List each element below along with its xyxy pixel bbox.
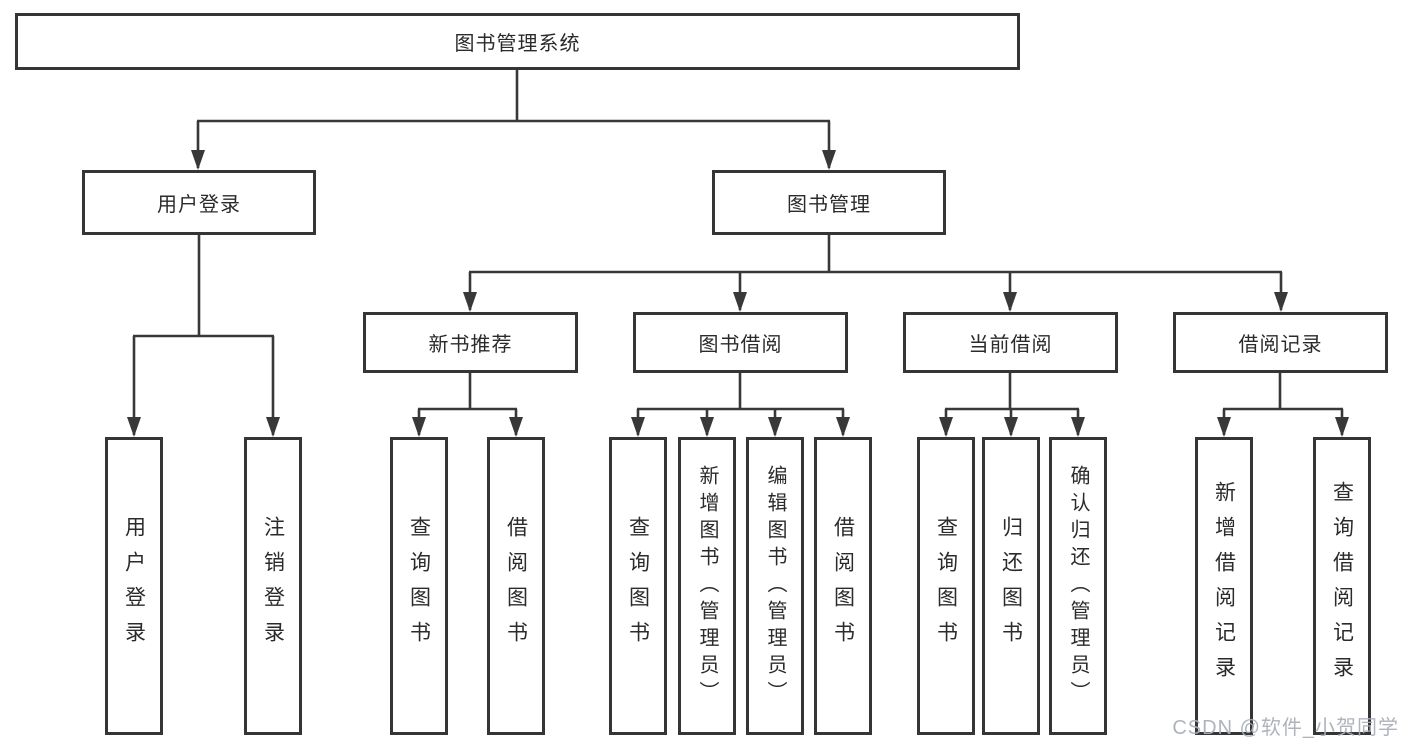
- leaf-add-borrow-record: 新增借阅记录: [1195, 437, 1253, 735]
- node-current-borrow: 当前借阅: [903, 312, 1118, 373]
- leaf-query-borrow-record: 查询借阅记录: [1313, 437, 1371, 735]
- leaf-query-book-2: 查询图书: [609, 437, 667, 735]
- node-borrow-record: 借阅记录: [1173, 312, 1388, 373]
- leaf-borrow-book-2: 借阅图书: [814, 437, 872, 735]
- leaf-logout: 注销登录: [244, 437, 302, 735]
- node-library-management-system: 图书管理系统: [15, 13, 1020, 70]
- node-book-management-module: 图书管理: [712, 170, 946, 235]
- leaf-add-book-admin: 新增图书（管理员）: [678, 437, 736, 735]
- leaf-query-book-1: 查询图书: [390, 437, 448, 735]
- leaf-query-book-3: 查询图书: [917, 437, 975, 735]
- leaf-borrow-book-1: 借阅图书: [487, 437, 545, 735]
- node-user-login-module: 用户登录: [82, 170, 316, 235]
- leaf-return-book: 归还图书: [982, 437, 1040, 735]
- leaf-confirm-return-admin: 确认归还（管理员）: [1049, 437, 1107, 735]
- csdn-watermark: CSDN @软件_小贺同学: [1172, 717, 1399, 739]
- node-book-borrow: 图书借阅: [633, 312, 848, 373]
- leaf-edit-book-admin: 编辑图书（管理员）: [746, 437, 804, 735]
- node-new-book-recommend: 新书推荐: [363, 312, 578, 373]
- leaf-user-login: 用户登录: [105, 437, 163, 735]
